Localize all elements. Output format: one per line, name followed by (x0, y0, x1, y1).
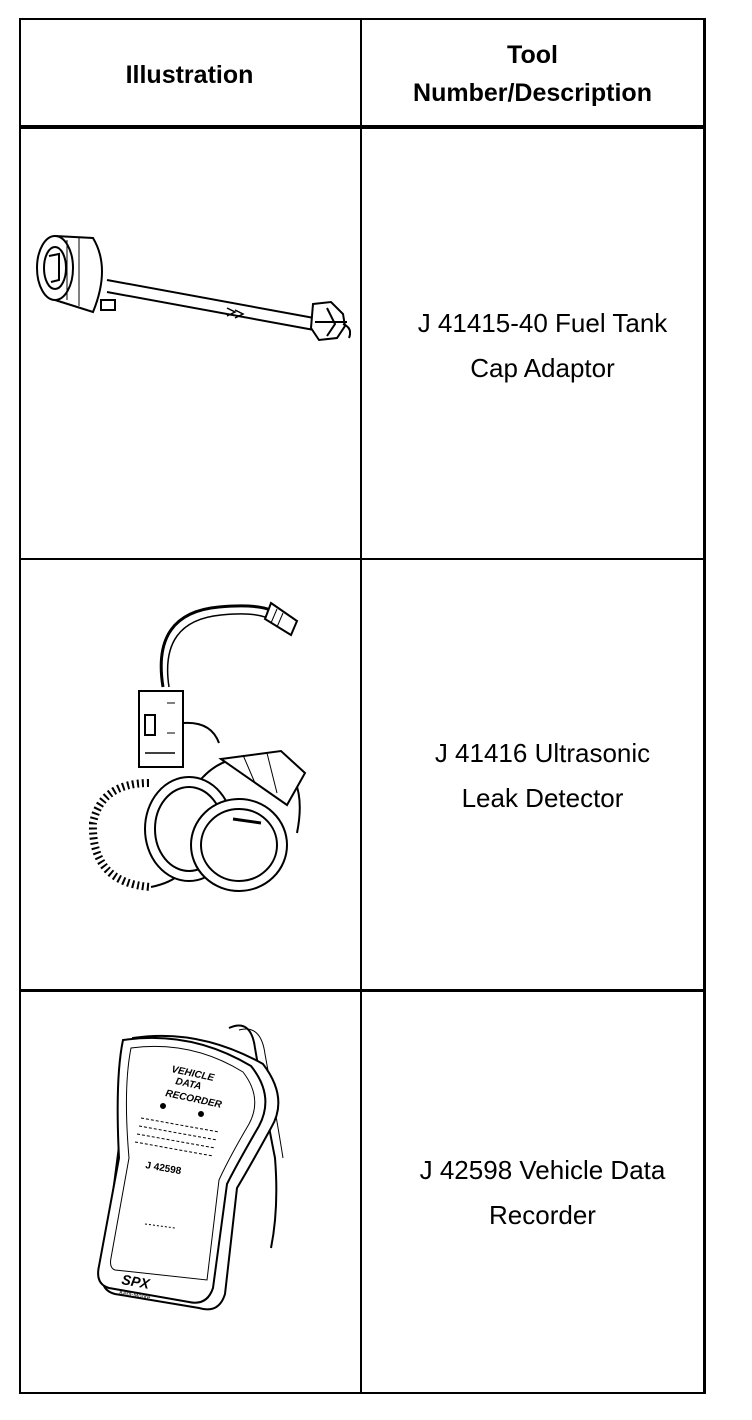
device-title-line2: DATA (174, 1076, 202, 1092)
row-divider (19, 558, 706, 560)
ultrasonic-leak-detector-icon (71, 583, 311, 893)
description-line2: Leak Detector (461, 783, 624, 813)
header-divider (19, 125, 706, 129)
fuel-tank-cap-adaptor-icon (31, 228, 351, 348)
device-brand-sub: Kent-Moore (119, 1290, 152, 1301)
table-row-1-description: J 41415-40 Fuel Tank Cap Adaptor (380, 301, 705, 391)
description-line1: J 41416 Ultrasonic (434, 738, 651, 768)
description-line2: Cap Adaptor (470, 353, 615, 383)
vehicle-data-recorder-icon: VEHICLE DATA RECORDER J 42598 SPX Kent-M… (79, 1008, 299, 1318)
header-illustration-label: Illustration (125, 61, 254, 89)
device-brand: SPX (120, 1271, 152, 1292)
special-tools-table: Illustration Tool Number/Description J 4… (19, 18, 706, 1394)
description-line1: J 42598 Vehicle Data (419, 1155, 666, 1185)
table-row-3-description: J 42598 Vehicle Data Recorder (380, 1148, 705, 1238)
header-illustration: Illustration (19, 56, 360, 94)
column-divider (360, 18, 362, 1394)
row-divider (19, 989, 706, 992)
description-line1: J 41415-40 Fuel Tank (417, 308, 668, 338)
table-border-bottom (19, 1392, 706, 1394)
header-tool-line1: Tool (507, 41, 558, 69)
description-line2: Recorder (489, 1200, 596, 1230)
table-row-2-description: J 41416 Ultrasonic Leak Detector (380, 731, 705, 821)
table-border-top (19, 18, 706, 20)
header-tool-line2: Number/Description (413, 79, 652, 107)
table-border-right (703, 18, 706, 1394)
header-tool: Tool Number/Description (362, 36, 703, 112)
table-border-left (19, 18, 21, 1394)
